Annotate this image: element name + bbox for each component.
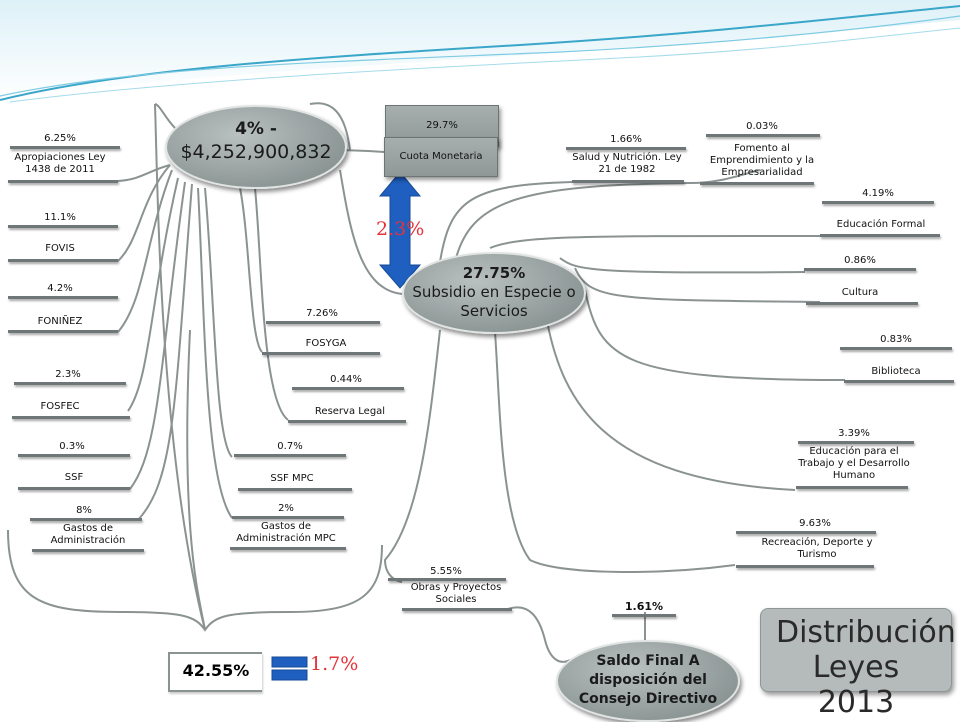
item-underline [12, 416, 130, 419]
item-pct: 0.44% [330, 374, 362, 385]
item-label: FONIÑEZ [37, 316, 83, 327]
item-pct: 2.3% [55, 369, 81, 380]
item-underline [736, 531, 876, 534]
item-pct: 1.66% [610, 134, 642, 145]
item-underline [804, 268, 916, 271]
item-underline [572, 180, 684, 183]
item-underline [266, 321, 380, 324]
item-underline [292, 387, 404, 390]
item-label: FOSYGA [305, 338, 347, 349]
item-label: Gastos de Administración [50, 523, 126, 546]
item-underline [8, 180, 118, 183]
item-underline [806, 302, 918, 305]
item-underline [234, 454, 346, 457]
item-underline [230, 547, 346, 550]
item-underline [566, 147, 686, 150]
item-label: SSF [64, 472, 84, 483]
item-label: SSF MPC [270, 473, 314, 484]
item-underline [262, 352, 380, 355]
main-node: 4% - $4,252,900,832 [165, 105, 347, 189]
item-label: Cultura [841, 287, 879, 298]
item-pct: 4.2% [47, 283, 73, 294]
item-underline [18, 487, 130, 490]
item-pct: 2% [278, 503, 294, 514]
item-pct: 11.1% [44, 212, 76, 223]
total-left-value: 42.55% [182, 661, 250, 680]
item-label: Biblioteca [871, 366, 921, 377]
small-value: 1.7% [310, 653, 359, 675]
item-pct: 0.7% [277, 441, 303, 452]
saldo-underline [612, 614, 676, 617]
item-underline [796, 486, 908, 489]
item-label: Fomento al Emprendimiento y la Empresari… [709, 143, 815, 178]
item-pct: 3.39% [838, 428, 870, 439]
item-label: FOSFEC [40, 401, 80, 412]
item-label: Gastos de Administración MPC [236, 521, 336, 544]
item-label: FOVIS [45, 243, 75, 254]
cuota-label: Cuota Monetaria [399, 151, 483, 162]
subsidio-node: 27.75% Subsidio en Especie o Servicios [402, 252, 586, 334]
saldo-pct: 1.61% [624, 600, 664, 613]
item-pct: 6.25% [44, 133, 76, 144]
item-underline [8, 225, 118, 228]
item-underline [402, 608, 512, 611]
item-underline [820, 234, 940, 237]
item-underline [840, 347, 952, 350]
item-pct: 7.26% [306, 308, 338, 319]
item-label: Apropiaciones Ley 1438 de 2011 [14, 152, 106, 175]
item-underline [30, 518, 142, 521]
item-underline [232, 516, 344, 519]
saldo-node: Saldo Final A disposición del Consejo Di… [556, 640, 740, 722]
item-underline [10, 146, 120, 149]
cuota-pct: 29.7% [426, 120, 458, 131]
subsidio-pct: 27.75% [462, 264, 526, 282]
item-pct: 8% [76, 505, 92, 516]
item-underline [14, 382, 126, 385]
item-underline [822, 201, 934, 204]
page-title: Distribución Leyes 2013 [776, 615, 956, 720]
item-underline [736, 565, 874, 568]
item-label: Reserva Legal [314, 406, 386, 417]
item-label: Salud y Nutrición. Ley 21 de 1982 [572, 152, 682, 175]
subsidio-label: Subsidio en Especie o Servicios [412, 283, 576, 320]
item-underline [238, 488, 352, 491]
header-wave [0, 0, 960, 103]
item-underline [18, 454, 130, 457]
item-pct: 0.3% [59, 441, 85, 452]
item-pct: 0.83% [880, 334, 912, 345]
title-box: Distribución Leyes 2013 [760, 608, 956, 720]
item-label: Educación Formal [836, 219, 926, 230]
arrow-value: 2.3% [376, 218, 425, 240]
saldo-label: Saldo Final A disposición del Consejo Di… [578, 653, 718, 707]
double-arrow-icon [378, 171, 422, 289]
item-underline [288, 420, 406, 423]
item-underline [8, 296, 118, 299]
connector-lines [7, 102, 846, 663]
equal-bars-icon [271, 656, 308, 681]
item-label: Obras y Proyectos Sociales [410, 582, 502, 605]
item-underline [32, 549, 144, 552]
item-label: Recreación, Deporte y Turismo [761, 537, 873, 560]
item-underline [8, 259, 118, 262]
item-pct: 0.86% [844, 255, 876, 266]
item-underline [8, 330, 118, 333]
item-pct: 9.63% [799, 518, 831, 529]
item-label: Educación para el Trabajo y el Desarroll… [798, 446, 910, 481]
item-underline [798, 441, 914, 444]
item-underline [388, 578, 506, 581]
item-underline [706, 134, 820, 137]
main-node-pct: 4% - [235, 119, 277, 139]
item-underline [844, 380, 954, 383]
cuota-label-box: Cuota Monetaria [384, 137, 498, 177]
main-node-amount: $4,252,900,832 [180, 141, 332, 163]
item-pct: 4.19% [862, 188, 894, 199]
item-underline [700, 182, 814, 185]
total-left-box: 42.55% [168, 652, 262, 692]
item-pct: 5.55% [430, 566, 462, 577]
item-pct: 0.03% [746, 121, 778, 132]
